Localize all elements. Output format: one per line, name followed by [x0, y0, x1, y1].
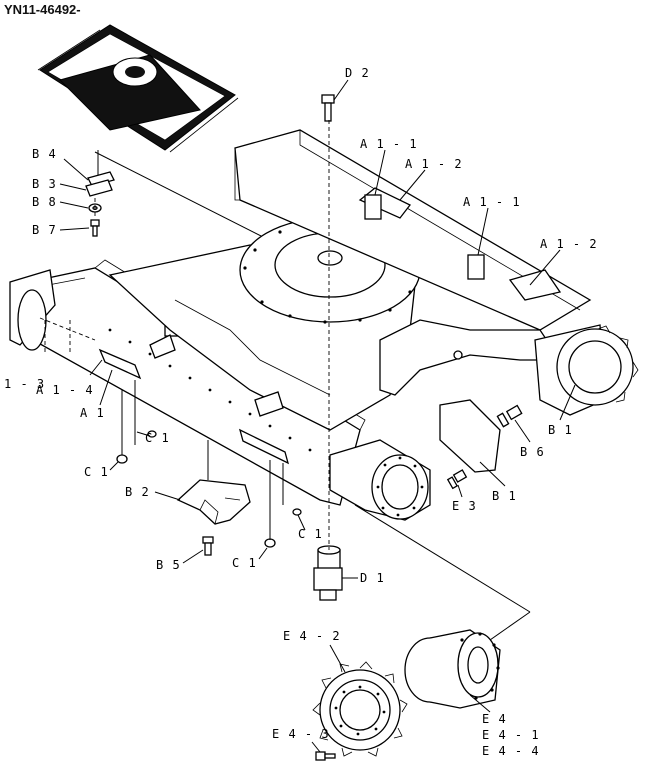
bolt-b6 — [496, 404, 523, 428]
center-body — [108, 217, 421, 431]
sprocket-e4-2 — [312, 661, 408, 757]
label-b8: B 8 — [32, 195, 57, 209]
right-rail — [234, 129, 592, 396]
document-id: YN11-46492- — [4, 2, 81, 17]
label-b3: B 3 — [32, 177, 57, 191]
label-b1-right: B 1 — [548, 423, 573, 437]
label-a1-2-right: A 1 - 2 — [540, 237, 598, 251]
label-b4: B 4 — [32, 147, 57, 161]
label-a1-1-top: A 1 - 1 — [360, 137, 418, 151]
bolt-e4-3 — [315, 751, 336, 761]
label-e4-3: E 4 - 3 — [272, 727, 330, 741]
label-a1-2-top: A 1 - 2 — [405, 157, 463, 171]
bolt-d2 — [321, 94, 335, 122]
label-e4-4: E 4 - 4 — [482, 744, 540, 758]
label-c1-d: C 1 — [232, 556, 257, 570]
bolts-c1 — [116, 430, 302, 548]
label-a1-3: 1 - 3 — [4, 377, 45, 391]
label-b1-cover: B 1 — [492, 489, 517, 503]
label-e4-1: E 4 - 1 — [482, 728, 540, 742]
bolt-b7 — [90, 219, 100, 237]
bracket-b4-b3 — [85, 171, 115, 197]
label-d1: D 1 — [360, 571, 385, 585]
travel-motor-e4 — [404, 629, 501, 709]
label-a1-4: A 1 - 4 — [36, 383, 94, 397]
label-b6: B 6 — [520, 445, 545, 459]
label-d2: D 2 — [345, 66, 370, 80]
label-b7: B 7 — [32, 223, 57, 237]
label-c1-b: C 1 — [84, 465, 109, 479]
label-c1-a: C 1 — [145, 431, 170, 445]
idler-assembly — [534, 324, 639, 416]
cover-plate — [439, 399, 501, 473]
bracket-b2 — [176, 479, 251, 525]
label-e4-2: E 4 - 2 — [283, 629, 341, 643]
label-b5: B 5 — [156, 558, 181, 572]
label-b2: B 2 — [125, 485, 150, 499]
bolt-b5 — [202, 536, 214, 556]
label-a1-1-right: A 1 - 1 — [463, 195, 521, 209]
swivel-joint-d1 — [313, 545, 343, 601]
label-e3: E 3 — [452, 499, 477, 513]
crawler-thumbnail — [37, 24, 239, 153]
label-c1-c: C 1 — [298, 527, 323, 541]
bolt-e3 — [446, 469, 468, 490]
label-a1: A 1 — [80, 406, 105, 420]
motor-mount — [329, 439, 431, 521]
label-e4: E 4 — [482, 712, 507, 726]
